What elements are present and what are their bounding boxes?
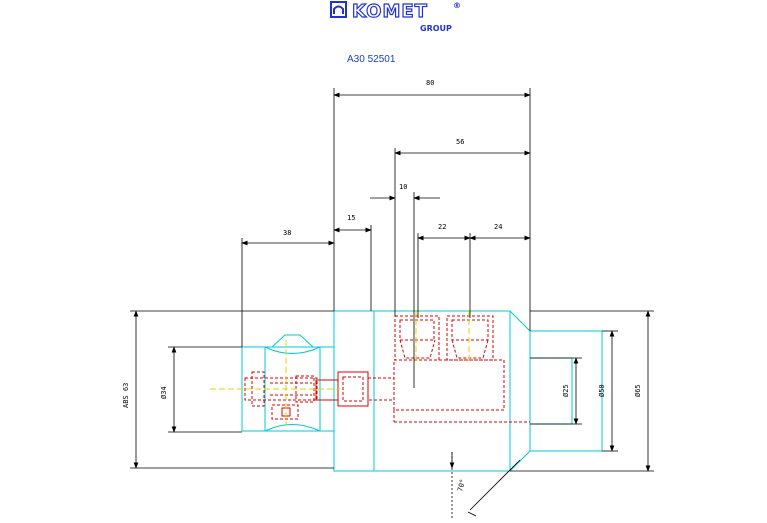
dim-38: 38 xyxy=(283,229,291,237)
dim-dia65: Ø65 xyxy=(634,384,642,397)
dim-22: 22 xyxy=(438,223,446,231)
dim-10: 10 xyxy=(399,183,407,191)
komet-logo: KOMET ® GROUP xyxy=(330,0,461,33)
dim-80: 80 xyxy=(426,79,434,87)
brand-name: KOMET xyxy=(352,1,428,22)
dimension-lines xyxy=(130,88,654,520)
dim-dia34: Ø34 xyxy=(160,386,168,399)
dim-angle: 70° xyxy=(456,478,467,492)
dim-15: 15 xyxy=(347,214,355,222)
dim-dia50: Ø50 xyxy=(598,384,606,397)
dim-abs63: ABS 63 xyxy=(122,383,130,408)
axis-lines xyxy=(210,310,470,426)
brand-group: GROUP xyxy=(420,24,452,33)
dimension-labels: 80 56 10 15 38 22 24 ABS 63 Ø34 Ø25 Ø50 … xyxy=(122,79,642,493)
dim-dia25: Ø25 xyxy=(562,384,570,397)
hidden-features xyxy=(244,315,530,423)
dim-24: 24 xyxy=(494,223,502,231)
komet-emblem-icon xyxy=(330,1,347,18)
dim-56: 56 xyxy=(456,138,464,146)
part-code: A30 52501 xyxy=(347,54,396,65)
brand-mark: ® xyxy=(453,1,461,10)
